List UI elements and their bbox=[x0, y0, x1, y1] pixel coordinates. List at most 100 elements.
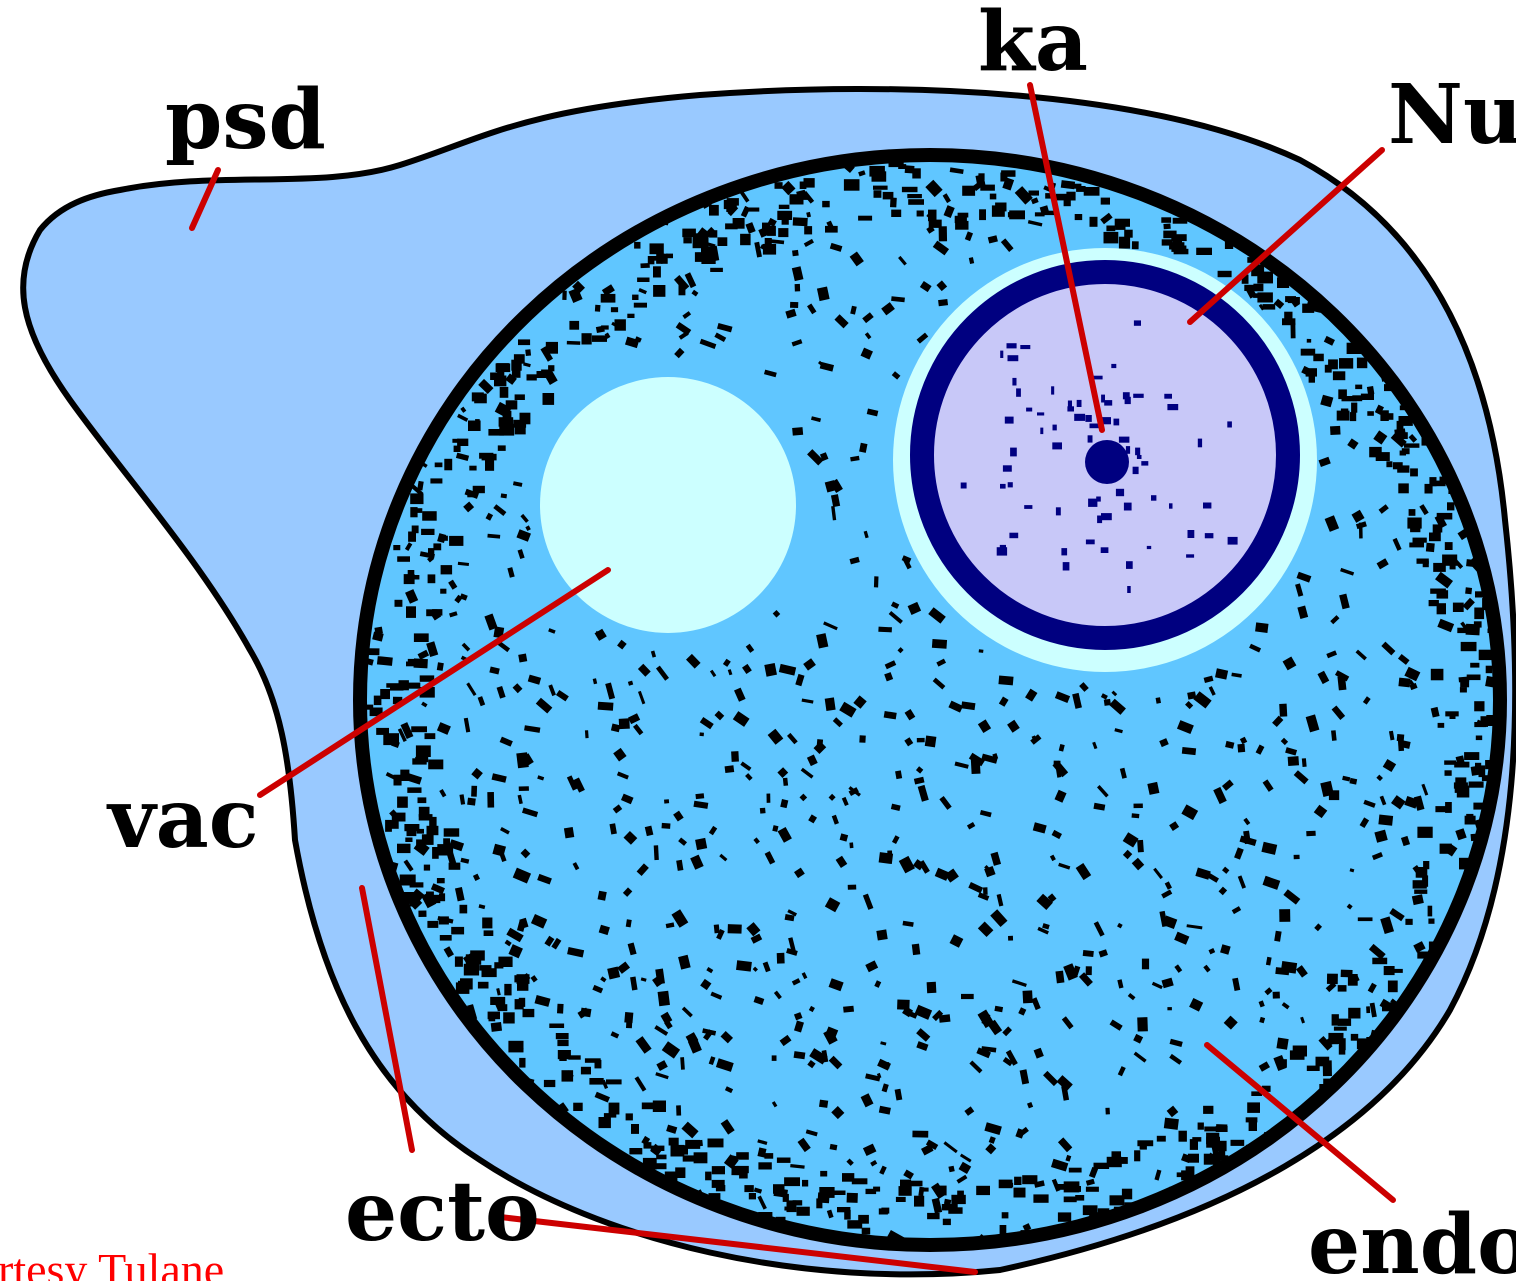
granule bbox=[1307, 1066, 1320, 1071]
chromatin-speck bbox=[1135, 448, 1140, 456]
granule bbox=[1325, 365, 1332, 373]
granule bbox=[427, 921, 438, 928]
granule bbox=[1357, 1038, 1371, 1049]
granule bbox=[847, 1193, 858, 1203]
granule bbox=[917, 211, 924, 217]
granule bbox=[872, 171, 887, 181]
granule bbox=[556, 1033, 569, 1039]
chromatin-speck bbox=[1133, 394, 1144, 398]
label-ka: ka bbox=[978, 0, 1088, 90]
chromatin-speck bbox=[1141, 461, 1148, 466]
granule bbox=[1074, 184, 1082, 189]
granule bbox=[1445, 770, 1452, 776]
granule bbox=[1459, 858, 1470, 870]
chromatin-speck bbox=[1151, 495, 1156, 501]
granule bbox=[938, 299, 948, 306]
chromatin-speck bbox=[1124, 503, 1132, 511]
chromatin-speck bbox=[1125, 397, 1131, 404]
granule bbox=[1437, 603, 1446, 614]
granule bbox=[1428, 906, 1433, 917]
granule bbox=[1106, 226, 1115, 232]
granule bbox=[1307, 339, 1311, 343]
granule bbox=[1171, 246, 1186, 252]
granule bbox=[1104, 699, 1111, 706]
granule bbox=[629, 1148, 642, 1154]
granule bbox=[504, 984, 511, 996]
granule bbox=[515, 394, 525, 400]
granule bbox=[665, 1172, 678, 1182]
granule bbox=[1058, 1212, 1071, 1221]
granule bbox=[979, 649, 984, 653]
granule bbox=[891, 210, 901, 217]
granule bbox=[580, 1008, 591, 1018]
granule bbox=[699, 732, 703, 736]
granule bbox=[479, 965, 491, 971]
granule bbox=[498, 445, 506, 451]
granule bbox=[1121, 1157, 1128, 1164]
granule bbox=[1302, 758, 1307, 767]
granule bbox=[1177, 1172, 1191, 1177]
granule bbox=[797, 1207, 810, 1216]
granule bbox=[422, 511, 437, 521]
chromatin-speck bbox=[1119, 437, 1130, 443]
granule bbox=[527, 374, 537, 380]
granule bbox=[1413, 538, 1427, 543]
granule bbox=[765, 238, 772, 250]
granule bbox=[844, 179, 860, 191]
granule bbox=[558, 1050, 571, 1059]
granule bbox=[1302, 304, 1314, 313]
granule bbox=[393, 545, 400, 550]
granule bbox=[912, 944, 921, 956]
granule bbox=[874, 576, 879, 587]
granule bbox=[1479, 765, 1486, 777]
granule bbox=[1430, 589, 1446, 594]
chromatin-speck bbox=[1164, 394, 1172, 399]
chromatin-speck bbox=[1051, 386, 1054, 394]
chromatin-speck bbox=[1088, 499, 1097, 507]
granule bbox=[873, 1187, 880, 1192]
granule bbox=[1376, 452, 1390, 461]
granule bbox=[440, 589, 446, 594]
granule bbox=[1351, 403, 1357, 413]
granule bbox=[1388, 981, 1398, 993]
granule bbox=[693, 238, 709, 249]
granule bbox=[859, 735, 865, 743]
granule bbox=[942, 1204, 958, 1210]
granule bbox=[1249, 1121, 1257, 1131]
granule bbox=[1157, 1136, 1166, 1142]
granule bbox=[469, 466, 476, 471]
granule bbox=[1277, 277, 1289, 288]
granule bbox=[662, 823, 671, 829]
chromatin-speck bbox=[1198, 439, 1202, 448]
granule bbox=[400, 770, 409, 781]
granule bbox=[651, 1146, 665, 1151]
granule bbox=[773, 1184, 785, 1194]
granule bbox=[498, 1004, 508, 1011]
chromatin-speck bbox=[1026, 408, 1032, 412]
granule bbox=[1339, 358, 1353, 369]
granule bbox=[426, 892, 434, 898]
chromatin-speck bbox=[1012, 378, 1016, 386]
granule bbox=[490, 997, 505, 1005]
granule bbox=[544, 1080, 555, 1087]
granule bbox=[1382, 1002, 1397, 1011]
granule bbox=[1454, 762, 1469, 768]
granule bbox=[464, 964, 479, 976]
granule bbox=[404, 574, 415, 584]
granule bbox=[1482, 598, 1491, 610]
granule bbox=[1064, 1197, 1077, 1203]
granule bbox=[1068, 1183, 1076, 1189]
granule bbox=[518, 339, 530, 345]
granule bbox=[889, 162, 904, 167]
granule bbox=[387, 821, 399, 829]
granule bbox=[681, 1145, 688, 1154]
granule bbox=[927, 1213, 940, 1219]
granule bbox=[1173, 218, 1188, 224]
granule bbox=[444, 828, 460, 836]
granule bbox=[425, 733, 436, 739]
granule bbox=[1253, 284, 1263, 292]
granule bbox=[1423, 861, 1429, 869]
granule bbox=[444, 459, 452, 471]
granule bbox=[1333, 371, 1345, 380]
granule bbox=[1465, 587, 1472, 594]
